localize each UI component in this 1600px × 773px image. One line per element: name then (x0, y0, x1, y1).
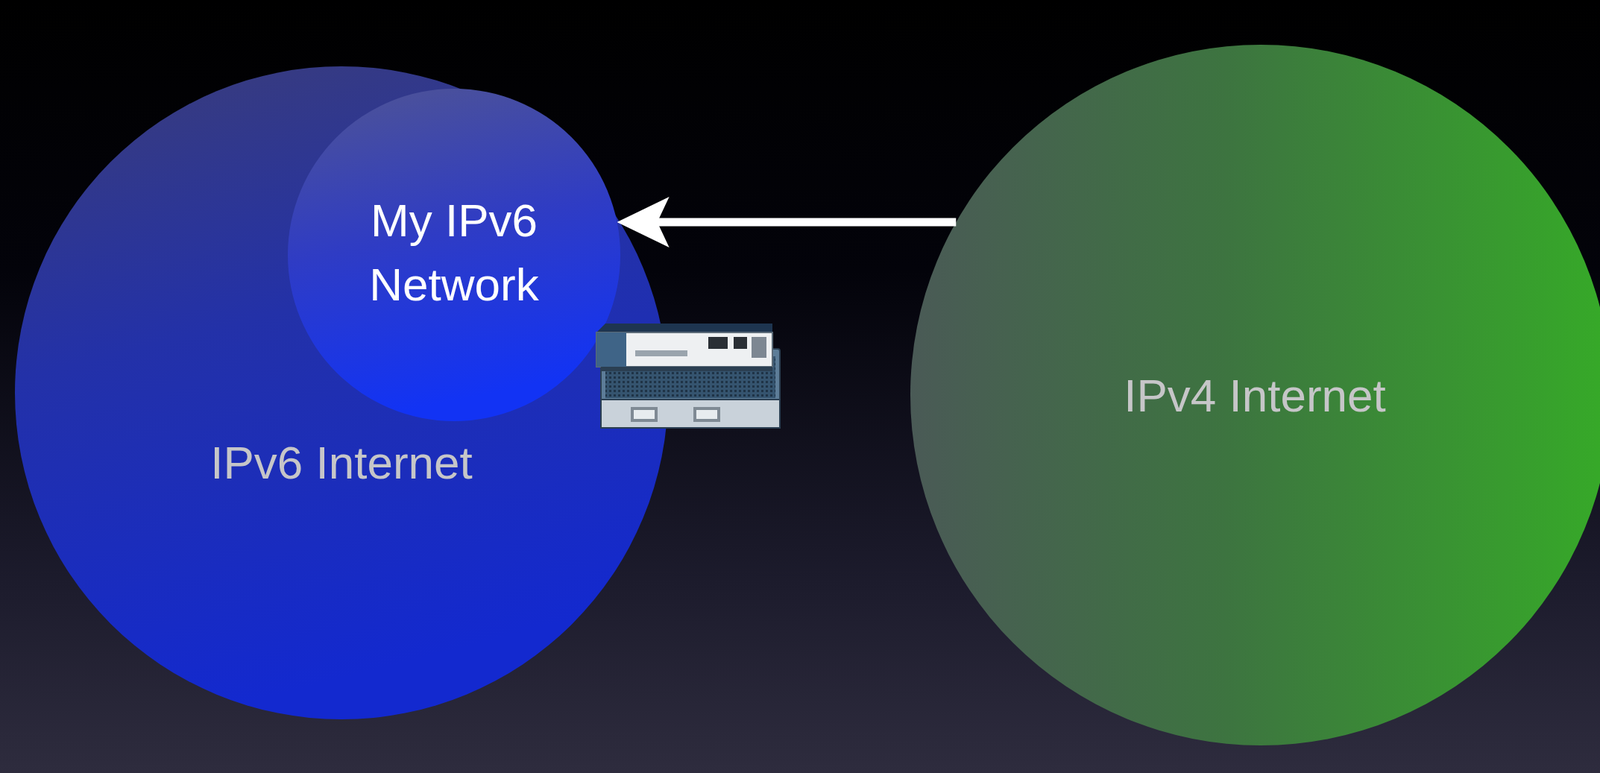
router-slot-cover (696, 410, 718, 420)
network-circle: My IPv6 Network (287, 88, 621, 422)
router-slot-cover (633, 410, 655, 420)
node-label: IPv6 Internet (147, 430, 536, 496)
router-vent (635, 350, 688, 357)
router-seam (600, 366, 773, 372)
network-circle: IPv6 Internet My IPv6 Network (14, 66, 669, 720)
router-port (708, 336, 728, 349)
router-top (596, 323, 773, 333)
router-slot (630, 407, 658, 422)
router-panel (596, 332, 627, 367)
arrow-connector (639, 218, 957, 227)
node-label: My IPv6 Network (331, 188, 578, 317)
node-label: IPv4 Internet (1060, 363, 1449, 428)
circle-fill (910, 44, 1600, 746)
network-circle: IPv4 Internet (910, 44, 1600, 746)
router-symbol (596, 323, 780, 428)
circle-fill (14, 66, 669, 720)
circle-outline (287, 88, 621, 422)
router-front (596, 332, 773, 367)
router-base (600, 399, 780, 428)
router-slot (693, 407, 721, 422)
router-module (751, 336, 767, 358)
router-port (733, 336, 748, 349)
circle-fill (287, 88, 621, 422)
